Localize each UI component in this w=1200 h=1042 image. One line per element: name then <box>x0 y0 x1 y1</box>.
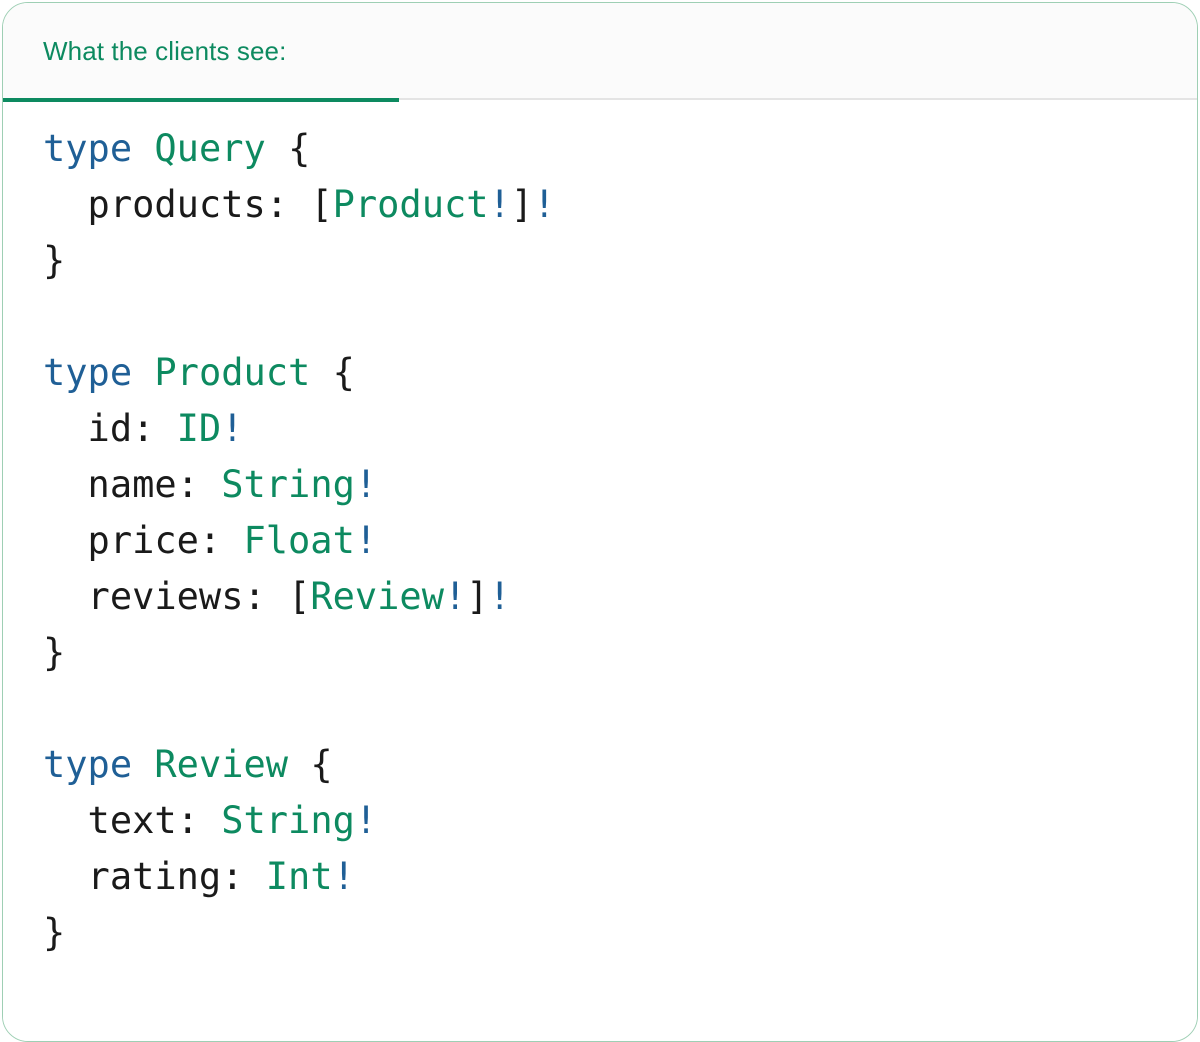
code-token-punct: } <box>43 631 66 674</box>
code-token-field: rating: <box>43 855 266 898</box>
code-line: } <box>43 625 1197 681</box>
code-token-punct: [ <box>288 575 311 618</box>
code-token-type: ID <box>176 407 222 450</box>
code-token-punct: [ <box>310 183 333 226</box>
code-line: rating: Int! <box>43 849 1197 905</box>
code-token-bang: ! <box>332 855 355 898</box>
code-token-bang: ! <box>221 407 244 450</box>
code-token-plain <box>132 127 154 170</box>
code-token-type: Product <box>154 351 311 394</box>
code-token-plain <box>132 351 154 394</box>
code-token-punct: ] <box>510 183 534 226</box>
code-token-type: Review <box>154 743 289 786</box>
code-token-field: text: <box>43 799 222 842</box>
graphql-schema-code[interactable]: type Query { products: [Product!]!} type… <box>3 121 1197 961</box>
code-line: price: Float! <box>43 513 1197 569</box>
code-line <box>43 681 1197 737</box>
code-token-plain <box>132 743 154 786</box>
code-token-field: id: <box>43 407 177 450</box>
code-token-type: String <box>221 799 355 842</box>
code-line: text: String! <box>43 793 1197 849</box>
code-line: products: [Product!]! <box>43 177 1197 233</box>
code-token-bang: ! <box>443 575 467 618</box>
code-line: } <box>43 905 1197 961</box>
code-token-field: price: <box>43 519 244 562</box>
code-token-bang: ! <box>488 575 511 618</box>
code-token-plain <box>310 351 332 394</box>
active-tab-indicator <box>3 98 399 102</box>
code-token-bang: ! <box>488 183 511 226</box>
code-token-punct: } <box>43 239 66 282</box>
code-token-punct: } <box>43 911 66 954</box>
code-line: type Product { <box>43 345 1197 401</box>
code-token-type: Float <box>243 519 355 562</box>
tab-what-the-clients-see[interactable]: What the clients see: <box>3 3 399 102</box>
code-line <box>43 289 1197 345</box>
code-token-field: products: <box>43 183 311 226</box>
code-line: name: String! <box>43 457 1197 513</box>
code-token-bang: ! <box>354 799 378 842</box>
code-token-punct: { <box>310 743 333 786</box>
code-token-plain <box>266 127 288 170</box>
code-line: id: ID! <box>43 401 1197 457</box>
code-line: } <box>43 233 1197 289</box>
code-token-type: Product <box>332 183 489 226</box>
code-token-punct: ] <box>466 575 489 618</box>
tab-bar: What the clients see: <box>3 3 1197 102</box>
code-line: reviews: [Review!]! <box>43 569 1197 625</box>
code-token-punct: { <box>332 351 355 394</box>
code-token-plain <box>288 743 310 786</box>
code-token-type: String <box>221 463 355 506</box>
code-token-type: Int <box>265 855 333 898</box>
code-pane: type Query { products: [Product!]!} type… <box>3 100 1197 1041</box>
code-token-bang: ! <box>354 463 378 506</box>
code-token-type: Review <box>310 575 444 618</box>
tab-label: What the clients see: <box>43 36 287 66</box>
code-token-bang: ! <box>533 183 556 226</box>
code-token-kw: type <box>43 351 133 394</box>
code-token-kw: type <box>43 743 133 786</box>
code-token-type: Query <box>154 127 266 170</box>
code-token-kw: type <box>43 127 133 170</box>
code-line: type Query { <box>43 121 1197 177</box>
code-token-field: reviews: <box>43 575 289 618</box>
code-token-punct: { <box>288 127 311 170</box>
code-line: type Review { <box>43 737 1197 793</box>
code-token-bang: ! <box>354 519 378 562</box>
code-token-field: name: <box>43 463 222 506</box>
